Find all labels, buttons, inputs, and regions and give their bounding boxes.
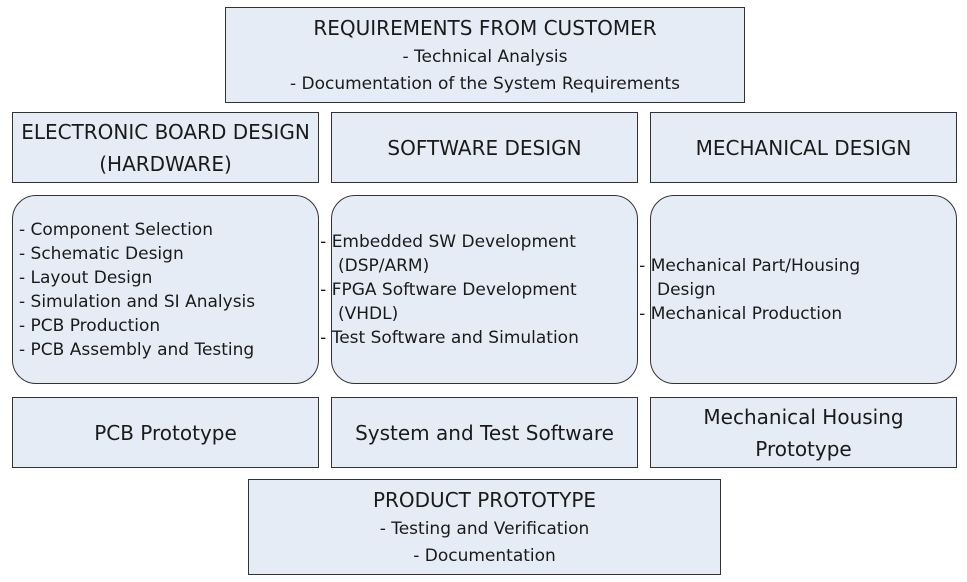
hardware-tasks-box: - Component Selection - Schematic Design… [12,195,319,384]
requirements-line-1: - Technical Analysis [402,47,568,67]
system-test-software-box: System and Test Software [331,397,638,468]
task-test-software: - Test Software and Simulation [320,327,579,348]
hardware-header-box: ELECTRONIC BOARD DESIGN (HARDWARE) [12,112,319,183]
software-task-list: - Embedded SW Development (DSP/ARM) - FP… [320,230,608,350]
requirements-title: REQUIREMENTS FROM CUSTOMER [313,16,657,40]
mechanical-tasks-box: - Mechanical Part/Housing Design - Mecha… [639,195,957,384]
product-prototype-title: PRODUCT PROTOTYPE [372,488,597,512]
mechanical-housing-line-2: Prototype [755,436,852,461]
pcb-prototype-text: PCB Prototype [94,420,237,445]
product-prototype-line-1: - Testing and Verification [379,519,590,539]
mechanical-housing-line-1: Mechanical Housing [703,404,904,429]
product-prototype-line-2: - Documentation [413,546,556,566]
software-header-text: SOFTWARE DESIGN [387,135,582,160]
task-simulation-si-analysis: - Simulation and SI Analysis [19,291,256,312]
mechanical-header-box: MECHANICAL DESIGN [650,112,957,183]
system-test-software-text: System and Test Software [355,420,614,445]
mechanical-header-text: MECHANICAL DESIGN [695,135,912,160]
hardware-task-list: - Component Selection - Schematic Design… [19,218,255,362]
pcb-prototype-box: PCB Prototype [12,397,319,468]
task-component-selection: - Component Selection [19,219,213,240]
task-pcb-production: - PCB Production [19,315,161,336]
task-layout-design: - Layout Design [19,267,153,288]
requirements-box: REQUIREMENTS FROM CUSTOMER - Technical A… [225,7,745,103]
requirements-line-2: - Documentation of the System Requiremen… [289,74,681,94]
task-schematic-design: - Schematic Design [19,243,184,264]
mechanical-task-list: - Mechanical Part/Housing Design - Mecha… [639,254,885,326]
task-embedded-sw: - Embedded SW Development (DSP/ARM) [320,231,576,276]
software-header-box: SOFTWARE DESIGN [331,112,638,183]
software-tasks-box: - Embedded SW Development (DSP/ARM) - FP… [320,195,638,384]
task-mechanical-production: - Mechanical Production [639,303,843,324]
product-prototype-box: PRODUCT PROTOTYPE - Testing and Verifica… [248,479,721,575]
hardware-header-line-2: (HARDWARE) [99,151,232,176]
hardware-header-line-1: ELECTRONIC BOARD DESIGN [21,119,310,144]
task-mechanical-part-design: - Mechanical Part/Housing Design [639,255,861,300]
task-fpga-software: - FPGA Software Development (VHDL) [320,279,577,324]
mechanical-housing-prototype-box: Mechanical Housing Prototype [650,397,957,468]
task-pcb-assembly-testing: - PCB Assembly and Testing [19,339,255,360]
